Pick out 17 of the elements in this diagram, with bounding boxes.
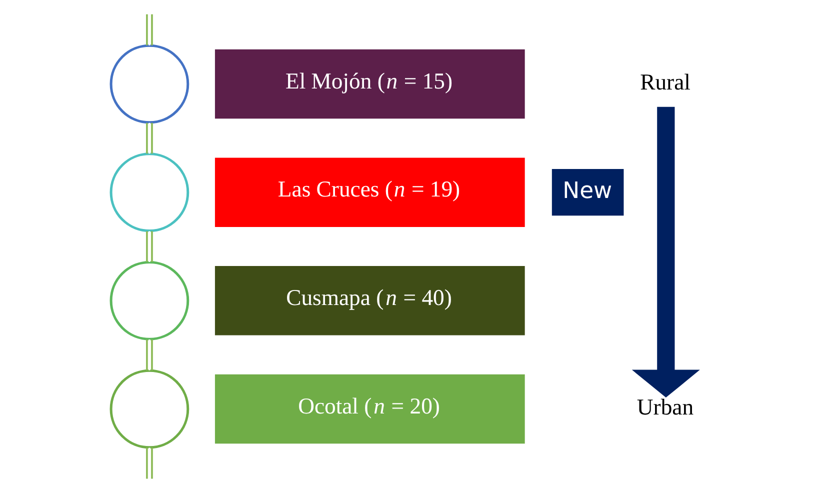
node-circle xyxy=(109,369,189,449)
node-text: Rural xyxy=(640,70,690,95)
connector xyxy=(146,14,152,46)
node-circle xyxy=(109,152,189,232)
connector xyxy=(146,340,152,370)
arrow xyxy=(631,106,700,398)
node-text: Urban xyxy=(636,394,694,420)
connector xyxy=(146,122,152,154)
node-box: Cusmapa (n = 40) xyxy=(214,266,524,336)
node-box: Ocotal (n = 20) xyxy=(214,374,524,444)
node-box: Las Cruces (n = 19) xyxy=(214,158,524,227)
connector xyxy=(146,231,152,262)
node-box: New xyxy=(551,169,624,216)
node-circle xyxy=(109,260,189,340)
node-circle xyxy=(109,44,189,124)
node-box: El Mojón (n = 15) xyxy=(214,49,524,119)
connector xyxy=(146,448,152,479)
